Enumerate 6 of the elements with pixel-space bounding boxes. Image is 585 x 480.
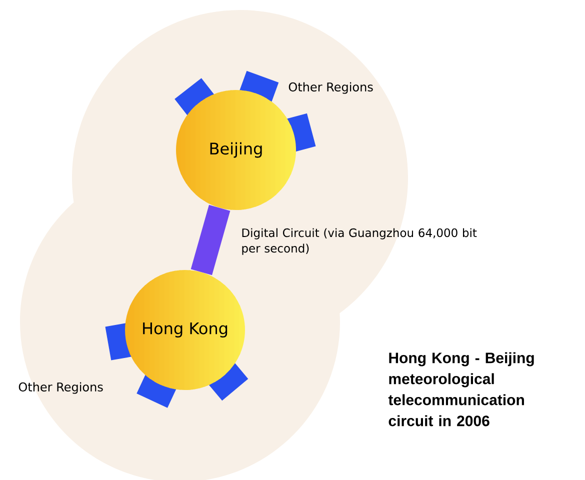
region-label: Other Regions bbox=[18, 382, 103, 394]
caption: Hong Kong - Beijing meteorological telecommunication circuit in 2006 bbox=[388, 352, 534, 426]
circuit-link bbox=[190, 204, 230, 276]
node-label: Beijing bbox=[210, 142, 262, 158]
edge-label: Digital Circuit (via Guangzhou 64,000 bit per second) bbox=[242, 228, 477, 255]
node-label: Hong Kong bbox=[143, 322, 228, 338]
